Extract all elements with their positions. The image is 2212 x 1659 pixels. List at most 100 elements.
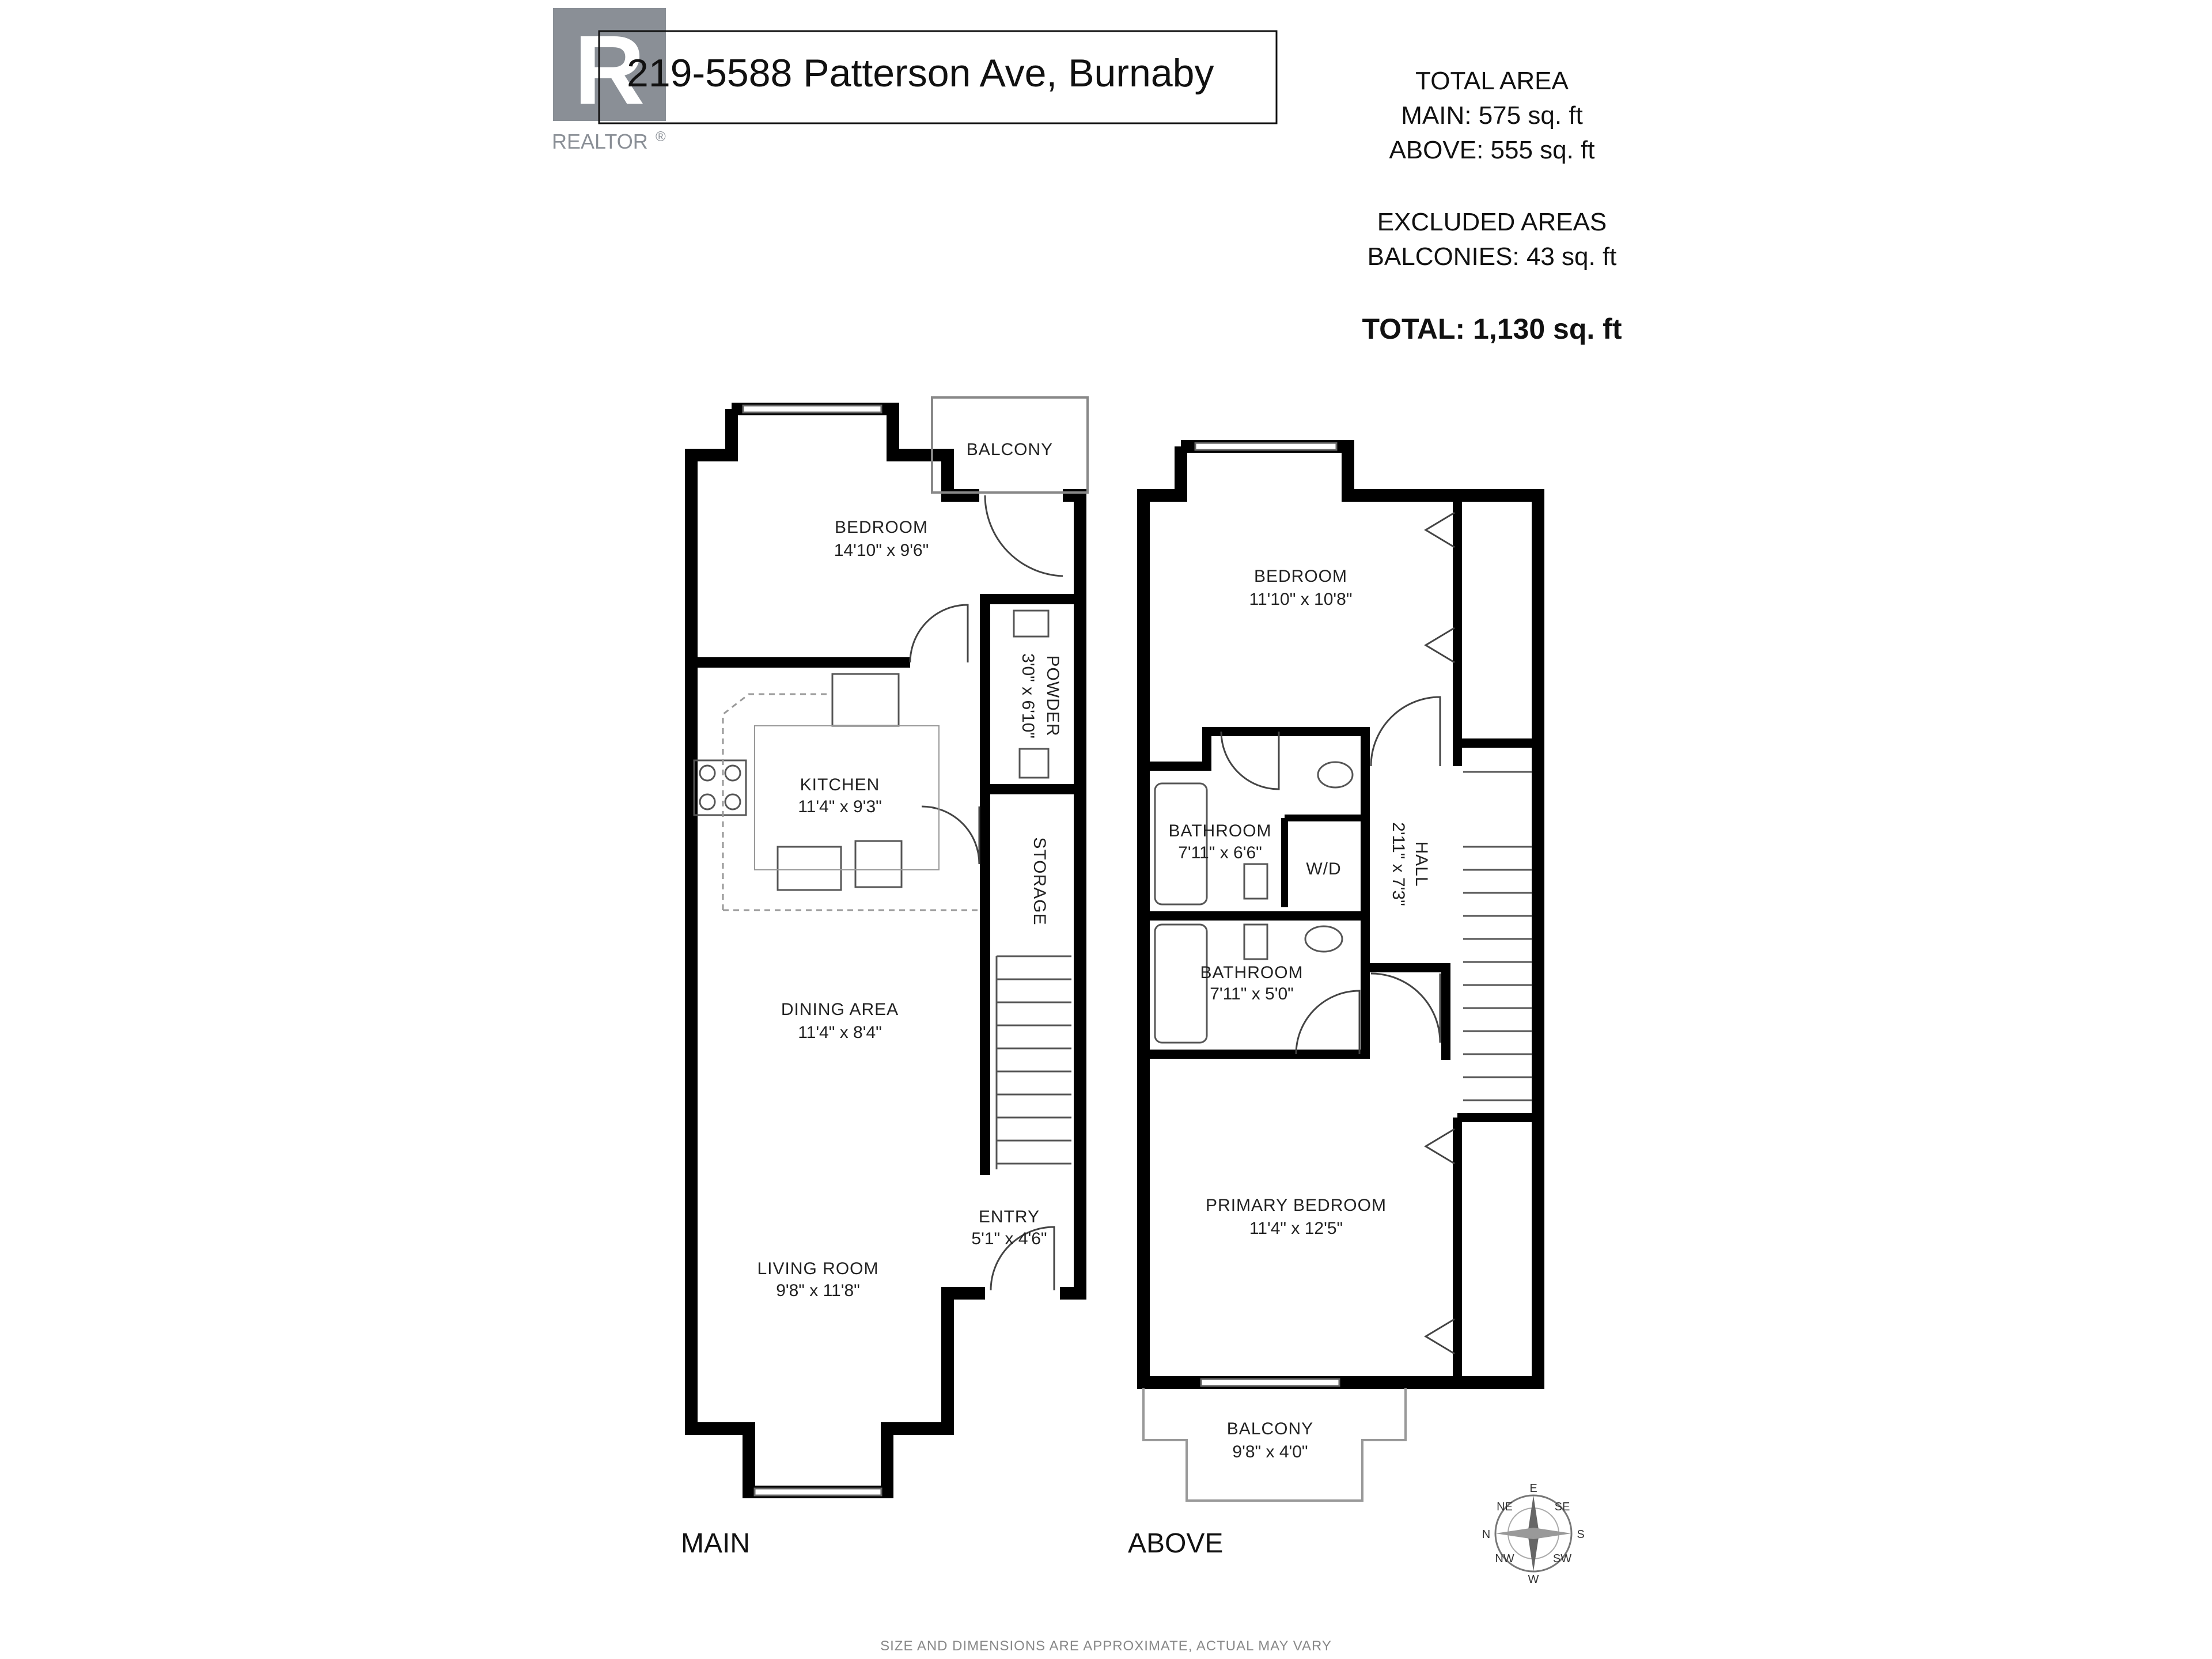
realtor-logo: R REALTOR ®: [552, 8, 666, 153]
dining-area-name: DINING AREA: [781, 1000, 899, 1019]
main-powder-wall: [980, 594, 1080, 1175]
above-bedroom-window: [1194, 442, 1338, 451]
entry-dim: 5'1" x 4'6": [971, 1229, 1047, 1248]
kitchen-sink-fixture: [777, 846, 842, 891]
dining-area-dim: 11'4" x 8'4": [798, 1023, 882, 1042]
compass-nw: NW: [1495, 1552, 1514, 1565]
compass-se: SE: [1555, 1501, 1570, 1513]
main-outer-wall-top: [732, 403, 979, 502]
compass-sw: SW: [1553, 1552, 1571, 1565]
compass-s: S: [1577, 1528, 1584, 1541]
above-primary-closet-doors: [1424, 1128, 1455, 1355]
burner-icon: [699, 764, 716, 782]
above-bath1-door: [1220, 731, 1280, 790]
total-area: TOTAL: 1,130 sq. ft: [1362, 313, 1622, 345]
main-balcony-outline: [931, 396, 1089, 494]
dishwasher-fixture: [854, 840, 903, 888]
main-floor-plan: BEDROOM 14'10" x 9'6" BALCONY POWDER 3'0…: [685, 396, 1089, 1498]
fridge-fixture: [831, 673, 900, 727]
main-balcony-door: [984, 495, 1063, 577]
area-summary: TOTAL AREA MAIN: 575 sq. ft ABOVE: 555 s…: [1362, 67, 1622, 345]
above-bathroom1-dim: 7'11" x 6'6": [1178, 843, 1262, 862]
above-bedroom-closet-doors: [1424, 512, 1455, 664]
main-bedroom-dim: 14'10" x 9'6": [834, 541, 929, 560]
living-room-name: LIVING ROOM: [757, 1259, 878, 1278]
compass-ne: NE: [1497, 1501, 1513, 1513]
main-stairs: [995, 955, 1071, 1169]
burner-icon: [724, 764, 741, 782]
realtor-logo-trademark: ®: [656, 129, 666, 145]
main-entry-door: [990, 1226, 1055, 1291]
above-bathroom2-dim: 7'11" x 5'0": [1210, 984, 1294, 1003]
main-balcony-name: BALCONY: [967, 440, 1053, 459]
above-bathroom2-name: BATHROOM: [1200, 963, 1303, 982]
powder-toilet-fixture: [1018, 748, 1050, 779]
compass-w: W: [1528, 1573, 1539, 1586]
main-bedroom-name: BEDROOM: [835, 518, 928, 537]
above-floor-plan: BEDROOM 11'10" x 10'8" BATHROOM 7'11" x …: [1137, 440, 1544, 1502]
above-toilet2-fixture: [1243, 923, 1268, 960]
above-closet-wall: [1453, 495, 1538, 1382]
main-bedroom-door: [909, 604, 969, 663]
above-bathtub2-fixture: [1154, 923, 1208, 1044]
compass-e: E: [1529, 1482, 1537, 1495]
above-outer-wall: [1137, 440, 1544, 1389]
compass-icon: N E S W NE SE SW NW: [1482, 1482, 1585, 1586]
above-sink2-fixture: [1304, 925, 1343, 953]
kitchen-counter-outline: [722, 693, 830, 910]
above-balcony-name: BALCONY: [1227, 1419, 1313, 1438]
above-area: ABOVE: 555 sq. ft: [1389, 136, 1594, 164]
burner-icon: [724, 793, 741, 810]
stove-fixture: [693, 759, 747, 816]
main-storage-door: [921, 805, 980, 865]
title-box: [598, 30, 1278, 124]
above-bathtub1-fixture: [1154, 782, 1208, 906]
storage-name: STORAGE: [1030, 837, 1049, 925]
compass-n: N: [1482, 1528, 1490, 1541]
kitchen-dim: 11'4" x 9'3": [798, 797, 882, 816]
above-sink1-fixture: [1317, 761, 1354, 789]
powder-dim: 3'0" x 6'10": [1018, 653, 1037, 738]
main-floor-label: MAIN: [681, 1528, 750, 1559]
hall-dim: 2'11" x 7'3": [1389, 822, 1408, 906]
disclaimer-note: SIZE AND DIMENSIONS ARE APPROXIMATE, ACT…: [880, 1638, 1332, 1654]
above-floor-label: ABOVE: [1128, 1528, 1223, 1559]
above-bedroom-door: [1370, 696, 1441, 767]
above-toilet1-fixture: [1243, 863, 1268, 900]
main-bedroom-window: [742, 404, 882, 414]
main-outer-wall: [685, 409, 985, 1498]
above-bedroom-name: BEDROOM: [1254, 567, 1347, 586]
main-living-window: [753, 1487, 882, 1497]
total-area-heading: TOTAL AREA: [1415, 67, 1569, 95]
balconies-area: BALCONIES: 43 sq. ft: [1368, 243, 1617, 271]
powder-name: POWDER: [1043, 656, 1062, 737]
property-title: 219-5588 Patterson Ave, Burnaby: [627, 51, 1214, 95]
above-primary-door: [1370, 972, 1441, 1043]
entry-name: ENTRY: [979, 1207, 1040, 1226]
realtor-logo-mark: [553, 8, 666, 121]
excluded-areas-heading: EXCLUDED AREAS: [1377, 208, 1607, 236]
above-bathroom1-name: BATHROOM: [1168, 821, 1271, 840]
primary-bedroom-dim: 11'4" x 12'5": [1249, 1219, 1343, 1238]
main-area: MAIN: 575 sq. ft: [1401, 101, 1582, 130]
kitchen-island: [754, 725, 940, 870]
wd-name: W/D: [1306, 859, 1341, 878]
main-outer-wall-right: [1060, 489, 1086, 1300]
kitchen-name: KITCHEN: [800, 775, 880, 794]
above-bedroom-dim: 11'10" x 10'8": [1249, 590, 1353, 609]
living-room-dim: 9'8" x 11'8": [776, 1281, 860, 1300]
above-bath-walls: [1143, 727, 1450, 1060]
hall-name: HALL: [1412, 841, 1431, 887]
realtor-logo-letter: R: [574, 16, 645, 125]
above-bath2-door: [1295, 990, 1361, 1055]
above-balcony-dim: 9'8" x 4'0": [1232, 1442, 1308, 1461]
primary-bedroom-name: PRIMARY BEDROOM: [1206, 1196, 1387, 1215]
above-primary-window: [1200, 1378, 1340, 1387]
realtor-logo-text: REALTOR: [552, 130, 648, 153]
above-stairs: [1463, 771, 1532, 1101]
above-wd-wall: [1281, 815, 1365, 907]
powder-sink-fixture: [1013, 609, 1050, 638]
above-balcony-outline: [1142, 1388, 1407, 1502]
burner-icon: [699, 793, 716, 810]
